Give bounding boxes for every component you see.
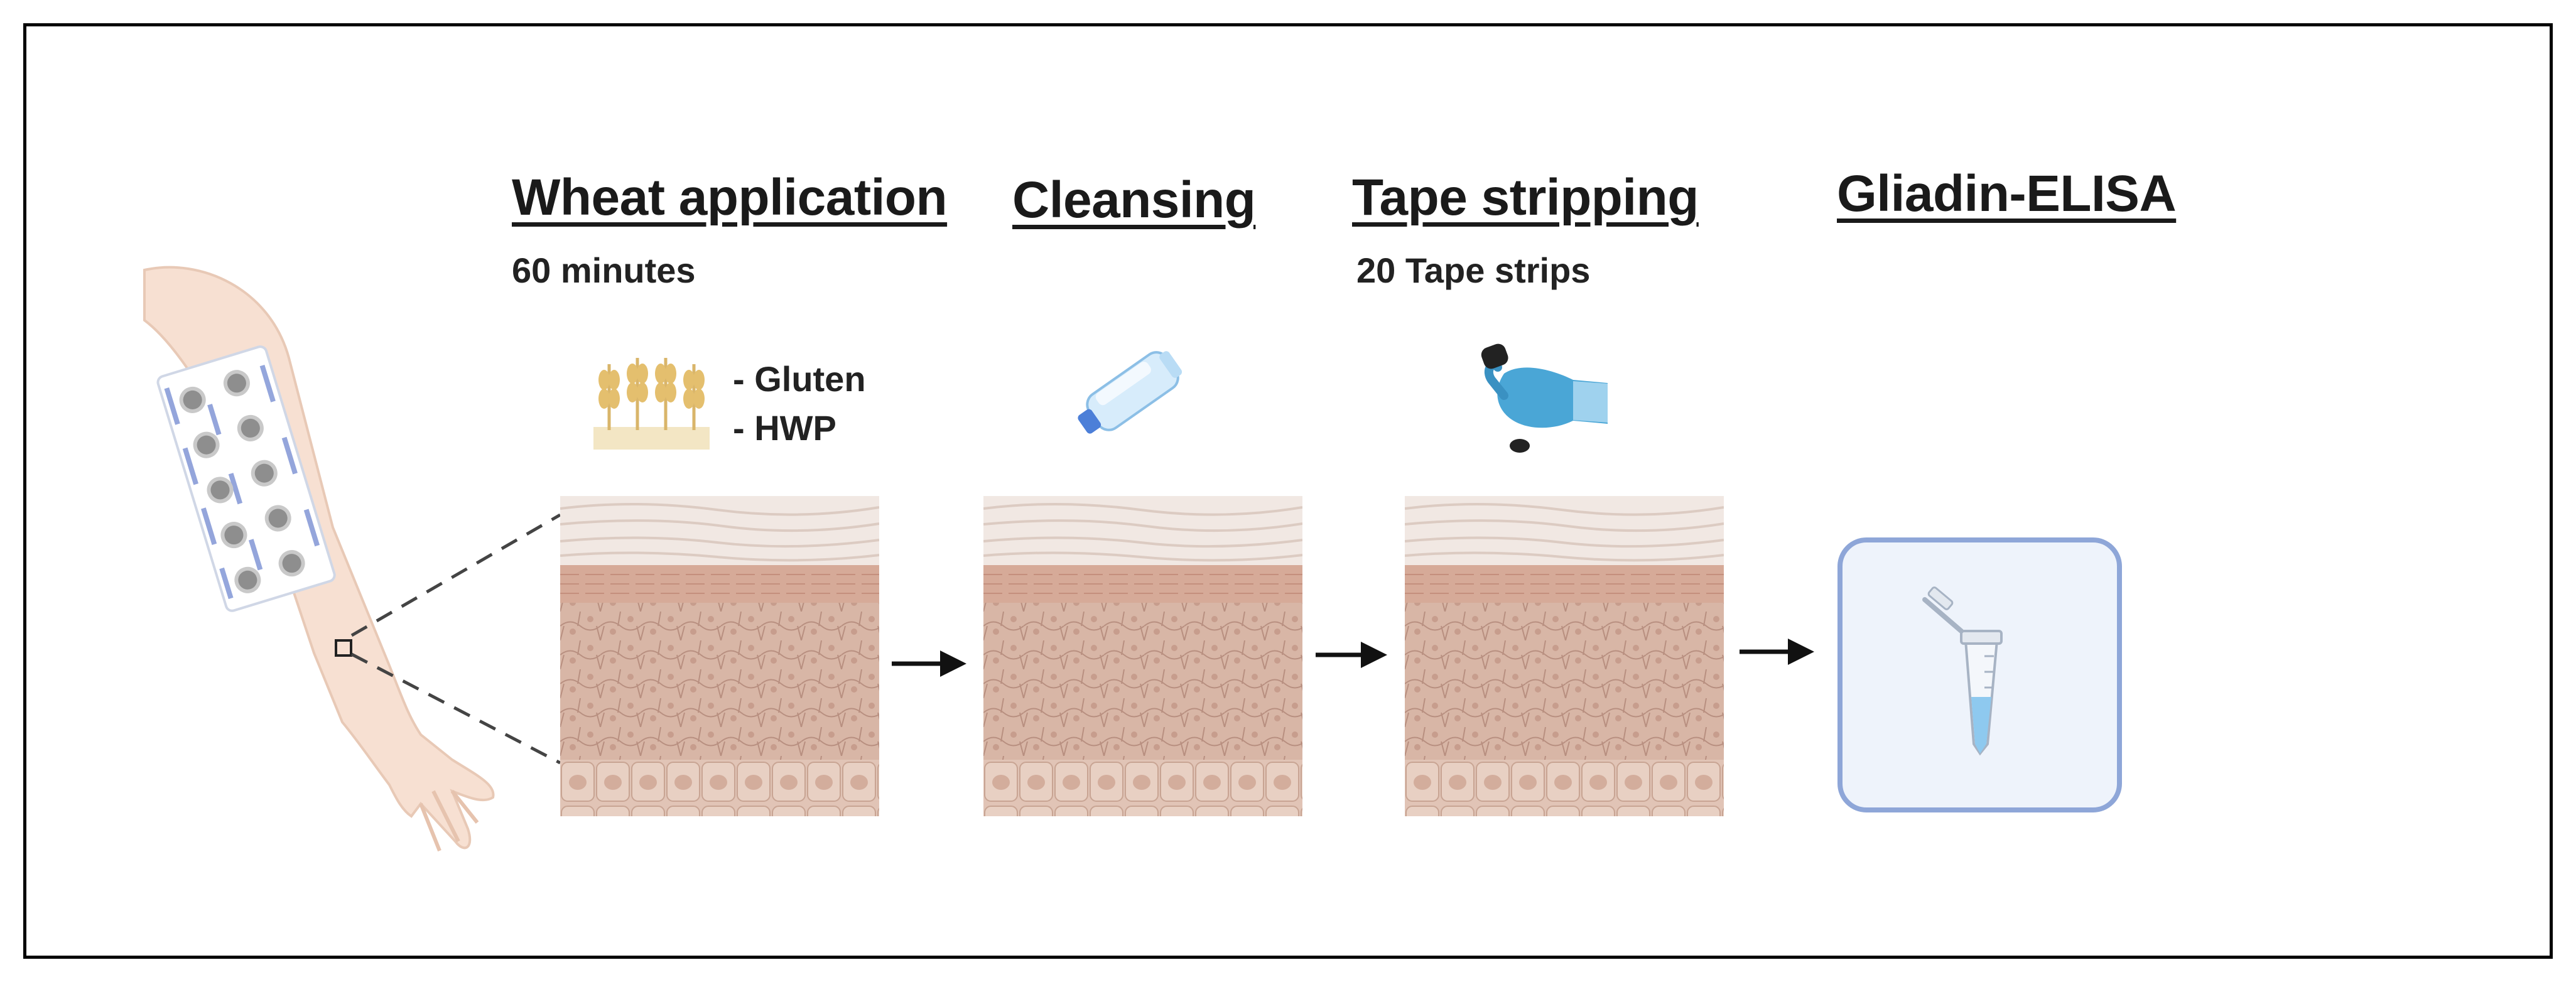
elisa-panel <box>1837 537 2122 812</box>
step-title-tape-stripping: Tape stripping <box>1352 169 1699 226</box>
microcentrifuge-tube-icon <box>1922 586 2003 756</box>
patch-strip <box>156 345 336 612</box>
gloved-hand-tape-icon <box>1481 343 1608 453</box>
step-subtitle-duration: 60 minutes <box>512 251 696 290</box>
step-subtitle-tape-strips: 20 Tape strips <box>1356 251 1591 290</box>
wheat-icon <box>593 358 710 450</box>
step-title-gliadin-elisa: Gliadin-ELISA <box>1837 165 2177 222</box>
step-title-wheat-application: Wheat application <box>512 169 948 226</box>
figure-frame <box>23 23 2553 959</box>
substance-item-hwp: - HWP <box>733 408 836 448</box>
substance-list: - Gluten - HWP <box>733 355 866 453</box>
arm-with-patch-icon <box>143 266 495 852</box>
step-title-cleansing: Cleansing <box>1012 171 1256 229</box>
water-bottle-icon <box>1078 351 1182 434</box>
substance-item-gluten: - Gluten <box>733 359 866 399</box>
